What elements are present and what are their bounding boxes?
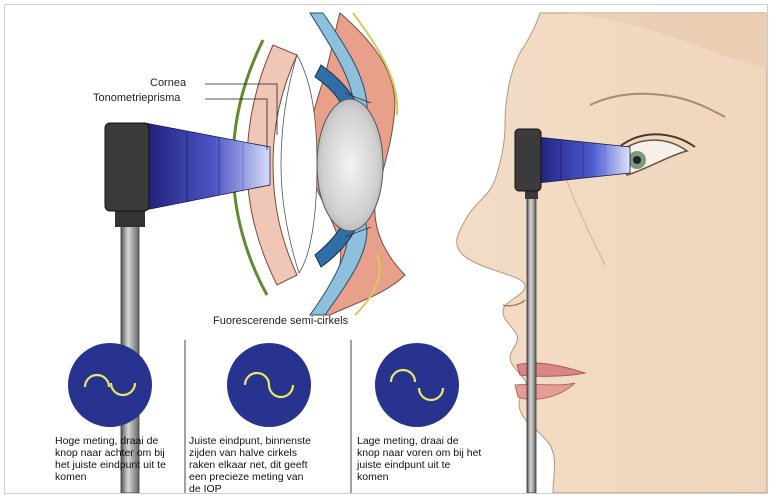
cornea-label: Cornea xyxy=(150,77,186,90)
tonometry-illustration xyxy=(5,5,767,493)
left-tonometer-head xyxy=(105,123,149,211)
face-profile xyxy=(457,13,767,493)
prism-label: Tonometrieprisma xyxy=(93,92,180,105)
panel-correct-circle xyxy=(227,343,311,427)
lens-shape xyxy=(317,99,383,231)
right-tonometer-pole xyxy=(527,195,536,493)
illustration-frame: Cornea Tonometrieprisma Fuorescerende se… xyxy=(4,4,768,494)
semicircles-title: Fuorescerende semi-cirkels xyxy=(213,315,348,328)
panel-low-caption: Lage meting, draai de knop naar voren om… xyxy=(357,435,482,483)
right-tonometer-head xyxy=(515,129,541,191)
panel-correct-caption: Juiste eindpunt, binnenste zijden van ha… xyxy=(189,435,314,494)
panel-high-circle xyxy=(68,343,152,427)
panel-high-caption: Hoge meting, draai de knop naar achter o… xyxy=(55,435,180,483)
panel-low-circle xyxy=(375,343,459,427)
